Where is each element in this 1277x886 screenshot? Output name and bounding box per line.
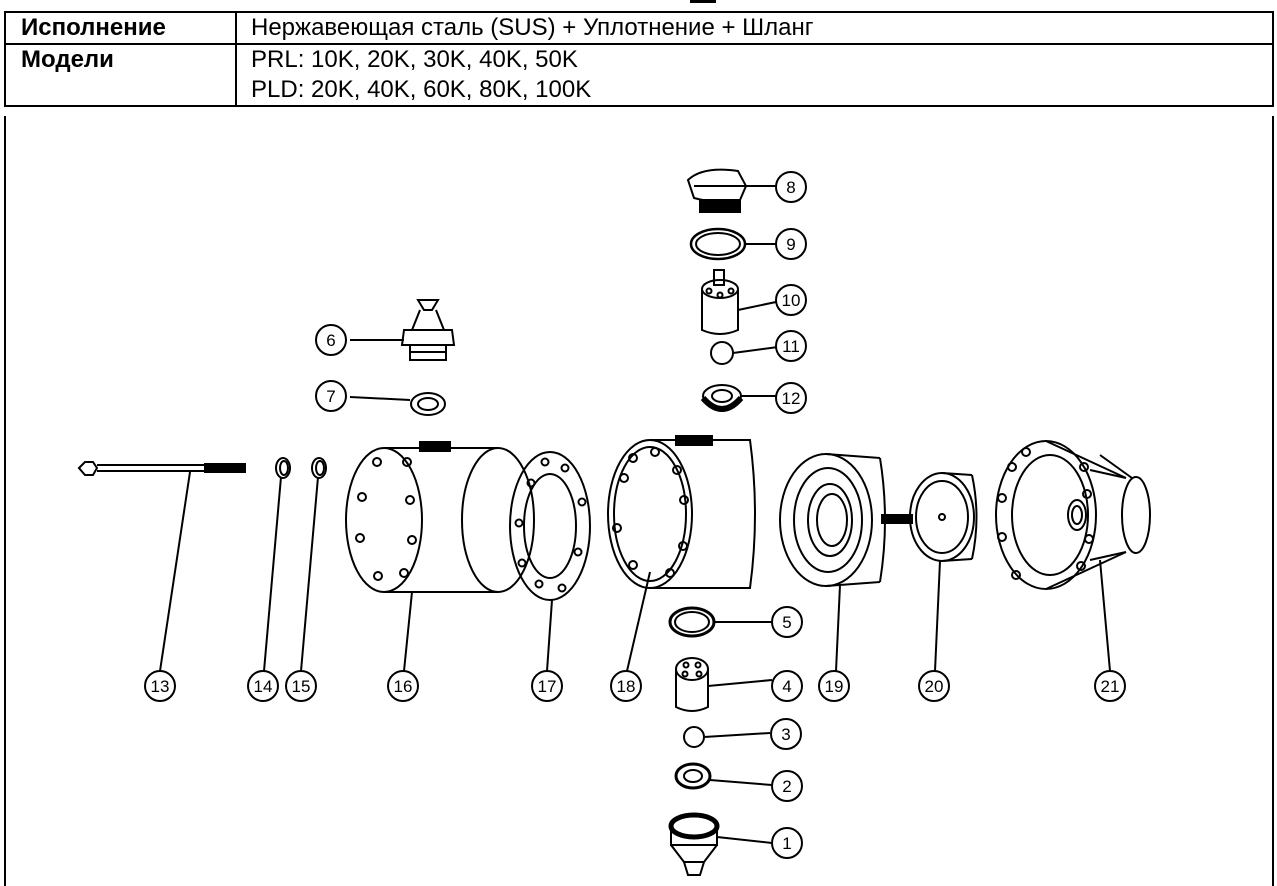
- svg-text:4: 4: [782, 677, 791, 696]
- page-top-mark: [690, 0, 716, 3]
- part-16-housing: [345, 441, 535, 672]
- part-1-inlet-nozzle: [668, 812, 773, 876]
- part-12-seat: [700, 384, 778, 412]
- callout-13: 13: [144, 670, 176, 702]
- part-6-nozzle: [350, 299, 456, 361]
- part-7-washer: [349, 392, 446, 416]
- part-3-ball: [683, 726, 771, 748]
- callout-4: 4: [771, 670, 803, 702]
- callout-11: 11: [775, 330, 807, 362]
- callout-20: 20: [918, 670, 950, 702]
- callout-16: 16: [387, 670, 419, 702]
- svg-text:7: 7: [326, 387, 335, 406]
- callout-21: 21: [1094, 670, 1126, 702]
- part-20-cup: [909, 472, 978, 672]
- callout-1: 1: [771, 827, 803, 859]
- callout-15: 15: [285, 670, 317, 702]
- spec-row-models: Модели PRL: 10K, 20K, 30K, 40K, 50K PLD:…: [4, 43, 1274, 107]
- part-2-seat: [674, 762, 773, 790]
- callout-9: 9: [775, 228, 807, 260]
- svg-text:6: 6: [326, 331, 335, 350]
- svg-text:13: 13: [151, 677, 170, 696]
- spec-label-models: Модели: [4, 43, 237, 107]
- callout-6: 6: [315, 324, 347, 356]
- models-line-prl: PRL: 10K, 20K, 30K, 40K, 50K: [251, 46, 578, 73]
- spec-label-execution: Исполнение: [4, 11, 237, 45]
- callout-12: 12: [775, 382, 807, 414]
- svg-text:15: 15: [292, 677, 311, 696]
- part-9-oring: [689, 227, 776, 261]
- callout-group: 8 9 10 11 12 6 7 5 4 3 2 1 13 14 15 16 1…: [144, 171, 1126, 859]
- part-13-bolt: [77, 461, 246, 672]
- svg-text:9: 9: [786, 235, 795, 254]
- spec-table: Исполнение Нержавеющая сталь (SUS) + Упл…: [4, 11, 1274, 107]
- svg-text:3: 3: [781, 725, 790, 744]
- part-21-end-cover: [995, 440, 1151, 672]
- callout-2: 2: [771, 770, 803, 802]
- callout-3: 3: [770, 718, 802, 750]
- svg-text:10: 10: [782, 291, 801, 310]
- callout-19: 19: [818, 670, 850, 702]
- part-5-oring: [668, 606, 772, 638]
- svg-text:12: 12: [782, 389, 801, 408]
- models-line-pld: PLD: 20K, 40K, 60K, 80K, 100K: [251, 76, 592, 103]
- part-14-washer: [263, 457, 291, 672]
- callout-17: 17: [531, 670, 563, 702]
- svg-text:21: 21: [1101, 677, 1120, 696]
- svg-text:19: 19: [825, 677, 844, 696]
- svg-text:8: 8: [786, 178, 795, 197]
- part-11-ball: [710, 341, 779, 365]
- spec-value-execution: Нержавеющая сталь (SUS) + Уплотнение + Ш…: [235, 11, 1274, 45]
- part-19-diaphragm: [779, 453, 913, 672]
- callout-7: 7: [315, 380, 347, 412]
- svg-text:14: 14: [254, 677, 273, 696]
- svg-text:16: 16: [394, 677, 413, 696]
- svg-text:5: 5: [782, 613, 791, 632]
- part-17-gasket: [509, 451, 591, 672]
- spec-row-execution: Исполнение Нержавеющая сталь (SUS) + Упл…: [4, 11, 1274, 45]
- part-18-housing: [607, 435, 756, 672]
- svg-text:18: 18: [617, 677, 636, 696]
- svg-text:11: 11: [782, 337, 800, 356]
- callout-18: 18: [610, 670, 642, 702]
- callout-5: 5: [771, 606, 803, 638]
- callout-14: 14: [247, 670, 279, 702]
- part-4-valve-seat: [675, 657, 773, 712]
- part-10-valve-seat: [701, 269, 777, 335]
- svg-text:20: 20: [925, 677, 944, 696]
- exploded-diagram-frame: [4, 116, 1274, 886]
- svg-text:1: 1: [782, 834, 791, 853]
- callout-10: 10: [775, 284, 807, 316]
- spec-value-models: PRL: 10K, 20K, 30K, 40K, 50K PLD: 20K, 4…: [235, 43, 1274, 107]
- part-15-washer: [300, 457, 327, 672]
- part-8-plug: [686, 168, 776, 213]
- svg-text:17: 17: [538, 677, 557, 696]
- svg-text:2: 2: [782, 777, 791, 796]
- callout-8: 8: [775, 171, 807, 203]
